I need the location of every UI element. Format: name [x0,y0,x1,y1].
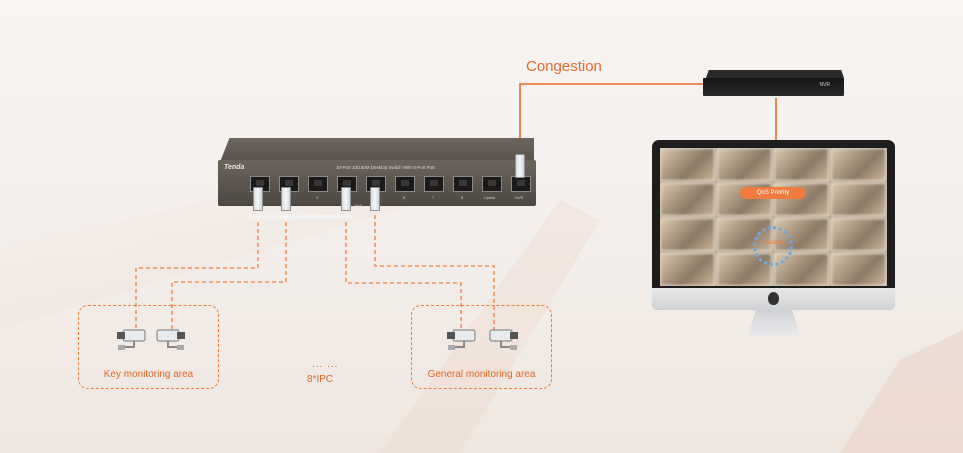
poe-label: PoE [355,203,363,208]
camera-icon [156,329,185,350]
video-tile [831,218,886,251]
port-label-nvr: NVR [515,195,524,200]
key-monitoring-area: Key monitoring area [78,305,219,389]
key-monitoring-label: Key monitoring area [103,369,194,380]
port-6 [395,176,415,192]
cable-plug-4 [341,187,351,211]
qos-priority-badge: QoS Priority [740,187,806,199]
port-3 [308,176,328,192]
cable-plug-5 [370,187,380,211]
loading-spinner-icon [753,226,793,266]
link-general-cam-1 [345,215,462,330]
ipc-count-label: 8*IPC [307,374,334,385]
switch-model-title: 10-Port 10/100M Desktop Switch With 8-Po… [336,165,436,170]
video-tile [660,218,715,251]
general-monitoring-label: General monitoring area [427,369,536,380]
poe-switch: Tenda 10-Port 10/100M Desktop Switch Wit… [214,138,536,219]
cable-plug-nvr [515,154,525,178]
link-key-cam-2 [171,215,287,330]
video-tile [660,183,715,216]
port-label-3: 3 [316,195,319,200]
port-label-7: 7 [432,195,435,200]
video-tile [774,148,829,181]
nvr-front: NVR [703,78,844,96]
ipc-ellipsis: ... ... [312,359,339,370]
switch-label-strip [248,215,352,219]
video-tile [660,148,715,181]
loading-label: loading [763,240,783,246]
cable-plug-1 [253,187,263,211]
video-tile [831,183,886,216]
camera-icon [117,329,146,350]
video-tile [831,148,886,181]
port-7 [424,176,444,192]
monitor-screen: QoS Priority loading [660,148,887,286]
link-key-cam-1 [135,215,259,330]
nvr-label: NVR [819,82,830,88]
monitor-stand [748,310,800,336]
general-monitoring-area: General monitoring area [411,305,552,389]
video-tile [717,148,772,181]
port-uplink [482,176,502,192]
port-label-6: 6 [403,195,406,200]
port-label-8: 8 [461,195,464,200]
congestion-label: Congestion [526,58,602,75]
cable-plug-2 [281,187,291,211]
camera-icon [447,329,476,350]
brand-logo: Tenda [224,164,245,171]
camera-icon [489,329,518,350]
nvr-top [706,70,844,78]
nvr-recorder: NVR [703,70,844,98]
video-tile [660,253,715,286]
port-nvr [511,176,531,192]
link-uplink-nvr [519,83,706,160]
port-label-uplink: Uplink [484,195,496,200]
apple-logo-icon [768,292,779,305]
switch-top [220,138,534,162]
port-8 [453,176,473,192]
video-tile [831,253,886,286]
monitor-display: QoS Priority loading [652,140,895,340]
